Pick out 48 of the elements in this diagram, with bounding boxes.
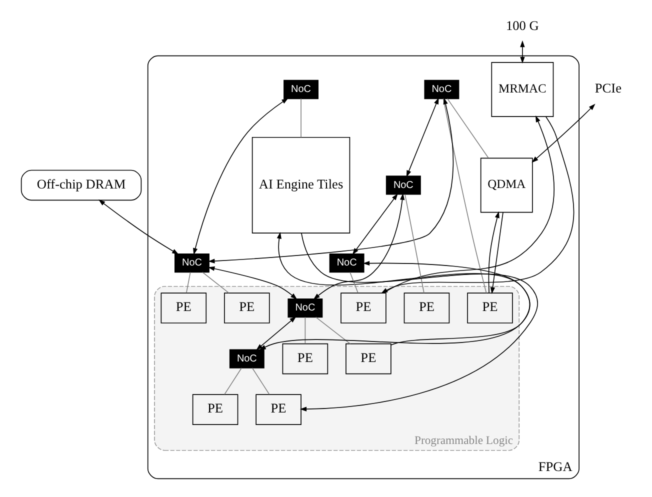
node-box: NoC xyxy=(386,176,421,195)
arrow xyxy=(208,98,454,264)
arrow xyxy=(98,200,179,255)
node-box: PE xyxy=(256,394,302,425)
node-box: PE xyxy=(346,343,392,374)
node-box: PE xyxy=(282,343,328,374)
connector xyxy=(224,368,242,395)
arrow xyxy=(406,98,439,178)
arrow xyxy=(490,212,504,294)
arrow xyxy=(256,316,296,350)
connector xyxy=(300,98,302,138)
node-box: NoC xyxy=(229,349,264,368)
connector xyxy=(186,272,191,294)
connector xyxy=(316,316,351,344)
connector xyxy=(447,98,489,158)
node-box: AI Engine Tiles xyxy=(252,136,350,234)
connector xyxy=(350,272,358,294)
connector xyxy=(404,194,424,294)
arrow xyxy=(259,260,530,350)
arrow xyxy=(193,98,288,255)
node-box: QDMA xyxy=(480,158,533,213)
arrow xyxy=(208,266,298,300)
arrow xyxy=(276,232,530,346)
node-box: NoC xyxy=(174,254,210,273)
node-box: NoC xyxy=(284,80,318,100)
node-text: PCIe xyxy=(594,80,622,96)
node-text: 100 G xyxy=(506,18,539,33)
node-box: PE xyxy=(467,292,513,324)
arrow xyxy=(488,211,500,294)
node-box: MRMAC xyxy=(491,62,554,117)
arrow xyxy=(532,104,596,163)
node-box: NoC xyxy=(288,298,323,318)
node-box: NoC xyxy=(424,80,460,100)
node-box: PE xyxy=(404,292,450,324)
arrow xyxy=(520,40,525,64)
node-box: PE xyxy=(224,292,270,324)
connector xyxy=(304,316,306,344)
arrow xyxy=(300,232,538,412)
node-box: PE xyxy=(192,394,238,425)
arrow xyxy=(352,194,398,255)
node-box: NoC xyxy=(329,254,364,273)
connector xyxy=(252,368,270,395)
connector xyxy=(442,98,487,294)
connector xyxy=(202,272,230,294)
arrow xyxy=(313,193,405,300)
node-box: PE xyxy=(340,292,386,324)
node-box: PE xyxy=(160,292,207,324)
node-box: Off-chip DRAM xyxy=(20,170,142,201)
